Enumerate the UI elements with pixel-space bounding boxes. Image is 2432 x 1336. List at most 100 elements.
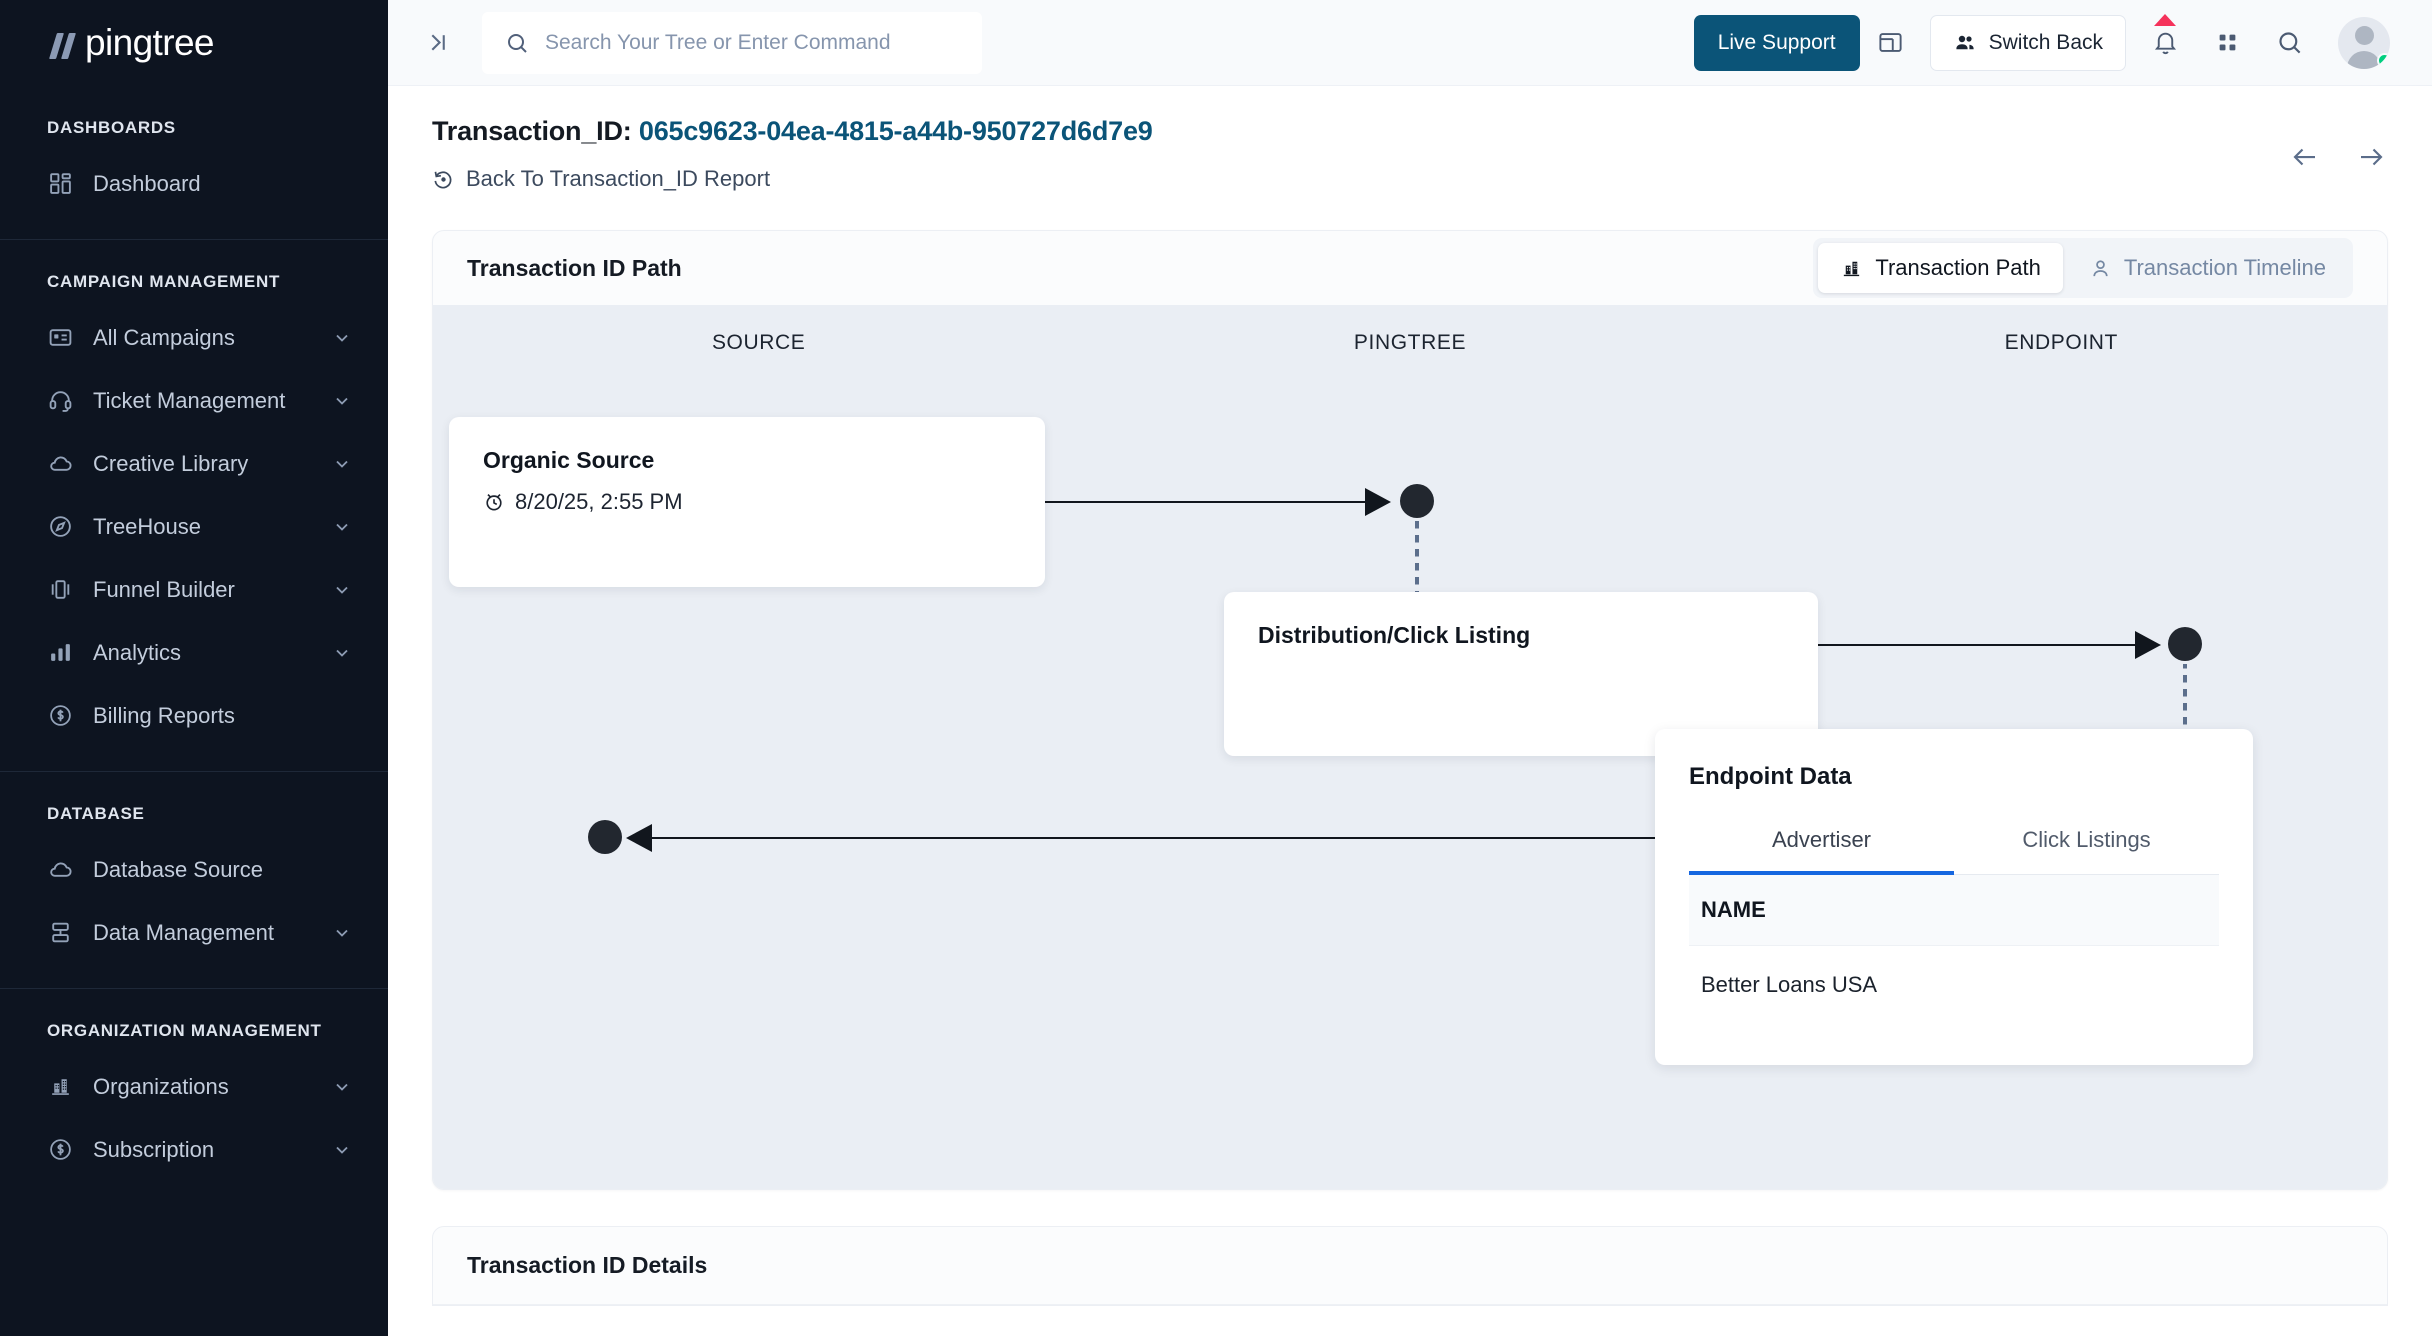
window-icon[interactable] bbox=[1860, 12, 1922, 74]
search-bar[interactable] bbox=[482, 11, 982, 74]
switch-users-icon bbox=[1956, 35, 1974, 49]
logo-slashes-icon bbox=[47, 26, 81, 60]
compass-icon bbox=[47, 513, 74, 540]
chevron-down-icon[interactable] bbox=[332, 454, 352, 474]
sidebar-item-database-source[interactable]: Database Source bbox=[0, 838, 388, 901]
tab-transaction-path[interactable]: Transaction Path bbox=[1818, 243, 2063, 293]
chevron-down-icon[interactable] bbox=[332, 1077, 352, 1097]
back-to-report-label: Back To Transaction_ID Report bbox=[466, 166, 771, 191]
funnel-icon bbox=[47, 576, 74, 603]
return-node-dot[interactable] bbox=[588, 820, 622, 854]
apps-grid-icon[interactable] bbox=[2196, 12, 2258, 74]
sidebar-item-label: Subscription bbox=[93, 1136, 215, 1162]
sidebar-heading-database: DATABASE bbox=[47, 804, 145, 823]
endpoint-node-dot[interactable] bbox=[2168, 627, 2202, 661]
sidebar-item-label: Dashboard bbox=[93, 170, 201, 196]
transaction-details-card: Transaction ID Details bbox=[432, 1226, 2388, 1306]
sidebar-item-all-campaigns[interactable]: All Campaigns bbox=[0, 306, 388, 369]
transaction-path-card: Transaction ID Path Transaction Path Tra… bbox=[432, 230, 2388, 1190]
sidebar-item-billing-reports[interactable]: Billing Reports bbox=[0, 684, 388, 747]
back-to-report-link[interactable]: Back To Transaction_ID Report bbox=[432, 166, 2388, 192]
notifications-bell-icon[interactable] bbox=[2134, 12, 2196, 74]
sidebar-section-dashboards: DASHBOARDS Dashboard bbox=[0, 86, 388, 239]
edge-endpoint-return bbox=[651, 837, 1978, 839]
endpoint-data-table: NAME Better Loans USA bbox=[1689, 875, 2219, 1024]
tab-label: Transaction Timeline bbox=[2123, 255, 2326, 280]
next-page-arrow-icon[interactable] bbox=[2356, 142, 2386, 172]
chevron-down-icon[interactable] bbox=[332, 1140, 352, 1160]
column-header-name: NAME bbox=[1689, 875, 2219, 946]
search-input[interactable] bbox=[545, 30, 959, 55]
online-status-indicator bbox=[2377, 52, 2390, 68]
headset-icon bbox=[47, 387, 74, 414]
chevron-down-icon[interactable] bbox=[332, 391, 352, 411]
sidebar-item-label: Ticket Management bbox=[93, 387, 286, 413]
source-node-card[interactable]: Organic Source 8/20/25, 2:55 PM bbox=[449, 417, 1045, 587]
transaction-path-canvas: SOURCE PINGTREE ENDPOINT Organic Source … bbox=[433, 305, 2387, 1189]
sidebar-item-label: All Campaigns bbox=[93, 324, 235, 350]
dollar-circle-icon bbox=[47, 1136, 74, 1163]
sidebar-item-analytics[interactable]: Analytics bbox=[0, 621, 388, 684]
sidebar-item-subscription[interactable]: Subscription bbox=[0, 1118, 388, 1181]
sidebar-item-label: Database Source bbox=[93, 856, 263, 882]
sidebar-heading-organization-management: ORGANIZATION MANAGEMENT bbox=[47, 1021, 322, 1040]
switch-back-button[interactable]: Switch Back bbox=[1929, 14, 2126, 71]
previous-page-arrow-icon[interactable] bbox=[2290, 142, 2320, 172]
clock-icon bbox=[486, 494, 502, 511]
chevron-down-icon[interactable] bbox=[332, 517, 352, 537]
sidebar-item-ticket-management[interactable]: Ticket Management bbox=[0, 369, 388, 432]
sidebar-item-treehouse[interactable]: TreeHouse bbox=[0, 495, 388, 558]
column-label-pingtree: PINGTREE bbox=[1353, 331, 1467, 354]
top-bar-actions: Live Support Switch Back bbox=[1693, 12, 2390, 74]
bar-chart-icon bbox=[47, 639, 74, 666]
tab-transaction-timeline[interactable]: Transaction Timeline bbox=[2067, 243, 2348, 293]
edge-pingtree-to-endpoint bbox=[1818, 644, 2136, 646]
page-header: Transaction_ID: 065c9623-04ea-4815-a44b-… bbox=[388, 86, 2432, 192]
tab-advertiser[interactable]: Advertiser bbox=[1689, 827, 1954, 875]
chevron-down-icon[interactable] bbox=[332, 923, 352, 943]
switch-back-label: Switch Back bbox=[1988, 30, 2103, 54]
chevron-down-icon[interactable] bbox=[332, 643, 352, 663]
sidebar: pingtree DASHBOARDS Dashboard CAMPAIGN M… bbox=[0, 0, 388, 1336]
sidebar-item-creative-library[interactable]: Creative Library bbox=[0, 432, 388, 495]
grid-icon bbox=[47, 170, 74, 197]
sidebar-item-label: Organizations bbox=[93, 1073, 229, 1099]
table-row[interactable]: Better Loans USA bbox=[1689, 946, 2219, 1025]
brand-logo[interactable]: pingtree bbox=[0, 0, 388, 86]
avatar[interactable] bbox=[2338, 16, 2390, 69]
sidebar-item-organizations[interactable]: Organizations bbox=[0, 1055, 388, 1118]
live-support-button[interactable]: Live Support bbox=[1693, 14, 1860, 71]
sidebar-heading-campaign-management: CAMPAIGN MANAGEMENT bbox=[47, 272, 281, 291]
tab-click-listings[interactable]: Click Listings bbox=[2022, 827, 2151, 852]
edge-arrowhead-left bbox=[626, 824, 652, 852]
sidebar-collapse-icon[interactable] bbox=[416, 22, 458, 64]
sidebar-section-database: DATABASE Database Source Data Management bbox=[0, 771, 388, 988]
sidebar-item-label: Data Management bbox=[93, 919, 274, 945]
back-arrow-icon bbox=[434, 171, 452, 188]
search-icon bbox=[508, 33, 527, 53]
pingtree-node-card[interactable]: Distribution/Click Listing bbox=[1224, 592, 1818, 756]
pingtree-node-dot[interactable] bbox=[1400, 484, 1434, 518]
chevron-down-icon[interactable] bbox=[332, 580, 352, 600]
cloud-icon bbox=[47, 856, 74, 883]
details-card-title: Transaction ID Details bbox=[467, 1252, 708, 1278]
main-content: Live Support Switch Back bbox=[388, 0, 2432, 1336]
page-navigation bbox=[2290, 142, 2386, 172]
connector-endpoint-vertical bbox=[2183, 664, 2187, 784]
search-icon-button[interactable] bbox=[2258, 12, 2320, 74]
sidebar-item-label: TreeHouse bbox=[93, 513, 202, 539]
transaction-details-card-header: Transaction ID Details bbox=[433, 1227, 2387, 1305]
chevron-down-icon[interactable] bbox=[332, 328, 352, 348]
campaign-icon bbox=[47, 324, 74, 351]
sidebar-item-label: Analytics bbox=[93, 639, 182, 665]
brand-name: pingtree bbox=[85, 22, 215, 63]
sidebar-item-data-management[interactable]: Data Management bbox=[0, 901, 388, 964]
sidebar-heading-dashboards: DASHBOARDS bbox=[47, 118, 176, 137]
server-icon bbox=[47, 919, 74, 946]
sidebar-item-dashboard[interactable]: Dashboard bbox=[0, 152, 388, 215]
path-column-labels: SOURCE PINGTREE ENDPOINT bbox=[433, 305, 2387, 355]
sidebar-item-funnel-builder[interactable]: Funnel Builder bbox=[0, 558, 388, 621]
table-header-row: NAME bbox=[1689, 875, 2219, 946]
person-icon bbox=[2093, 259, 2108, 276]
page-title-label: Transaction_ID: bbox=[432, 116, 632, 146]
